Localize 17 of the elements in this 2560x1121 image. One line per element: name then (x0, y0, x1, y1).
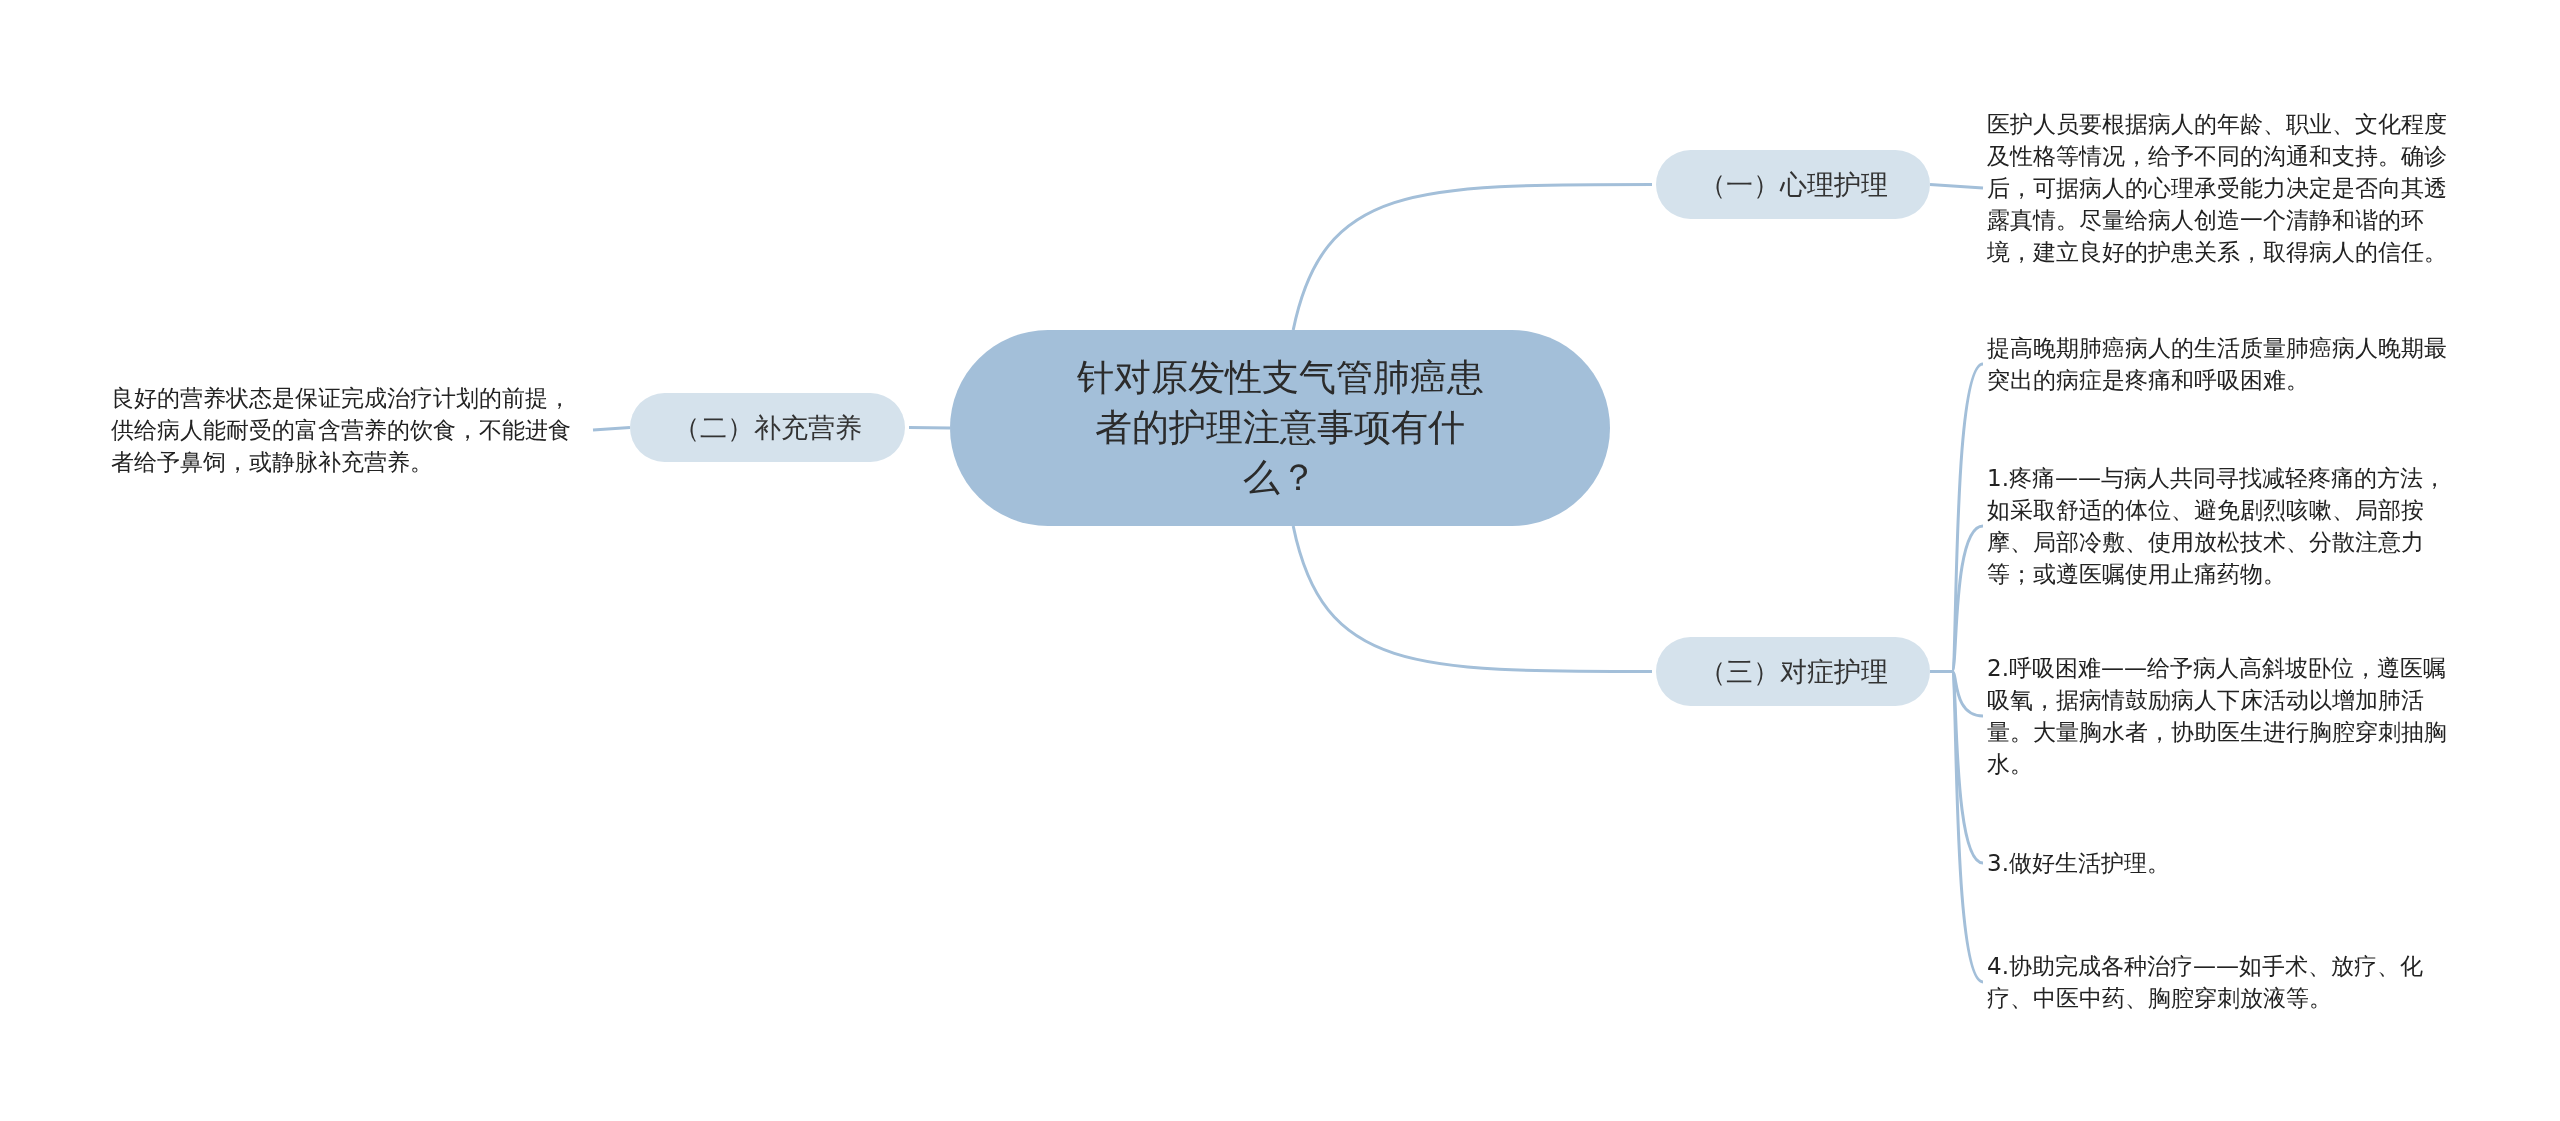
topic-box: （三）对症护理 (1656, 637, 1930, 706)
note-text: 4.协助完成各种治疗——如手术、放疗、化疗、中医中药、胸腔穿刺放液等。 (1987, 950, 2465, 1014)
note-text: 2.呼吸困难——给予病人高斜坡卧位，遵医嘱吸氧，据病情鼓励病人下床活动以增加肺活量。大量胸水者，协助医生进行胸腔穿刺抽胸水。 (1987, 652, 2465, 780)
topic-box: （一）心理护理 (1656, 150, 1930, 219)
note-text: 良好的营养状态是保证完成治疗计划的前提，供给病人能耐受的富含营养的饮食，不能进食者给予鼻饲，或静脉补充营养。 (111, 382, 589, 478)
note-text: 医护人员要根据病人的年龄、职业、文化程度及性格等情况，给予不同的沟通和支持。确诊后，可据病人的心理承受能力决定是否向其透露真情。尽量给病人创造一个清静和谐的环境，建立良好的护患关系，取得病人的信任。 (1987, 108, 2465, 268)
note-text: 3.做好生活护理。 (1987, 847, 2465, 879)
connector-line (592, 426, 631, 432)
connector-line (1291, 183, 1652, 331)
note-text: 提高晚期肺癌病人的生活质量肺癌病人晚期最突出的病症是疼痛和呼吸困难。 (1987, 332, 2465, 396)
connector-line (908, 426, 951, 430)
connector-line (1929, 183, 1984, 190)
connector-line (1930, 670, 1984, 984)
connector-line (1291, 525, 1652, 673)
central-topic: 针对原发性支气管肺癌患者的护理注意事项有什么？ (950, 330, 1610, 526)
topic-box: （二）补充营养 (630, 393, 905, 462)
note-text: 1.疼痛——与病人共同寻找减轻疼痛的方法，如采取舒适的体位、避免剧烈咳嗽、局部按摩、局部冷敷、使用放松技术、分散注意力等；或遵医嘱使用止痛药物。 (1987, 462, 2465, 590)
